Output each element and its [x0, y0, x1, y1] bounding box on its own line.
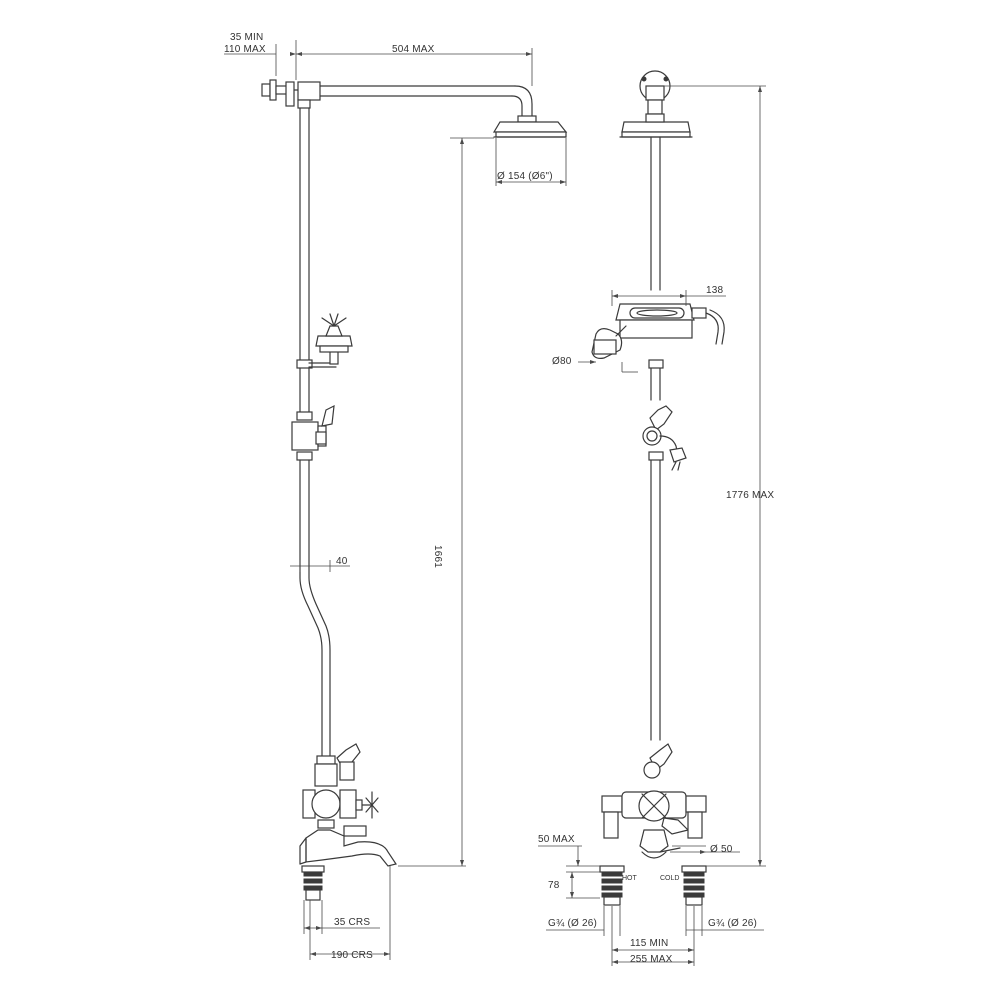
dim-leg-height: 78 [548, 880, 560, 891]
dim-leg-centres: 190 CRS [331, 950, 373, 961]
hot-label: HOT [622, 875, 638, 882]
front-elevation-view [591, 70, 725, 906]
dim-offset: 40 [336, 556, 348, 567]
dim-arm-projection: 504 MAX [392, 44, 435, 55]
dim-wall-min: 35 MIN [230, 32, 263, 43]
dim-centres-max: 255 MAX [630, 954, 673, 965]
dim-centres-min: 115 MIN [630, 938, 668, 949]
bath-spout [299, 829, 397, 867]
dimension-lines [224, 40, 766, 966]
dim-tap-centres: 35 CRS [334, 917, 370, 928]
deck-leg [301, 865, 325, 901]
dim-handset-diameter: Ø80 [552, 356, 572, 367]
dim-inlet-right: G¾ (Ø 26) [708, 918, 757, 929]
riser-pipe [296, 99, 313, 421]
shower-head [492, 115, 568, 138]
front-diverter [642, 405, 687, 471]
front-wall-bracket [639, 70, 671, 115]
dim-inlet-left: G¾ (Ø 26) [548, 918, 597, 929]
riser-pipe-lower [299, 459, 331, 757]
front-shower-head [619, 113, 693, 138]
thermostatic-valve [302, 743, 379, 837]
diverter-valve [291, 404, 335, 461]
handset [591, 303, 725, 359]
dim-wall-max: 110 MAX [224, 44, 266, 55]
shower-arm [297, 81, 533, 119]
dim-total-height: 1776 MAX [726, 490, 774, 501]
cold-label: COLD [660, 875, 679, 882]
dim-deck-thickness: 50 MAX [538, 834, 575, 845]
dim-handset-length: 138 [706, 285, 724, 296]
side-elevation-view [261, 79, 568, 901]
wall-bracket [261, 79, 299, 107]
dimension-labels: 35 MIN 110 MAX 504 MAX Ø 154 (Ø6") 1661 … [224, 32, 774, 965]
front-riser [648, 136, 664, 741]
front-legs [599, 865, 707, 906]
handset-holder [308, 313, 353, 368]
dim-spout-diameter: Ø 50 [710, 844, 733, 855]
dim-head-diameter: Ø 154 (Ø6") [497, 171, 553, 182]
dim-riser-height: 1661 [432, 545, 443, 568]
front-thermostatic-valve [601, 743, 707, 859]
